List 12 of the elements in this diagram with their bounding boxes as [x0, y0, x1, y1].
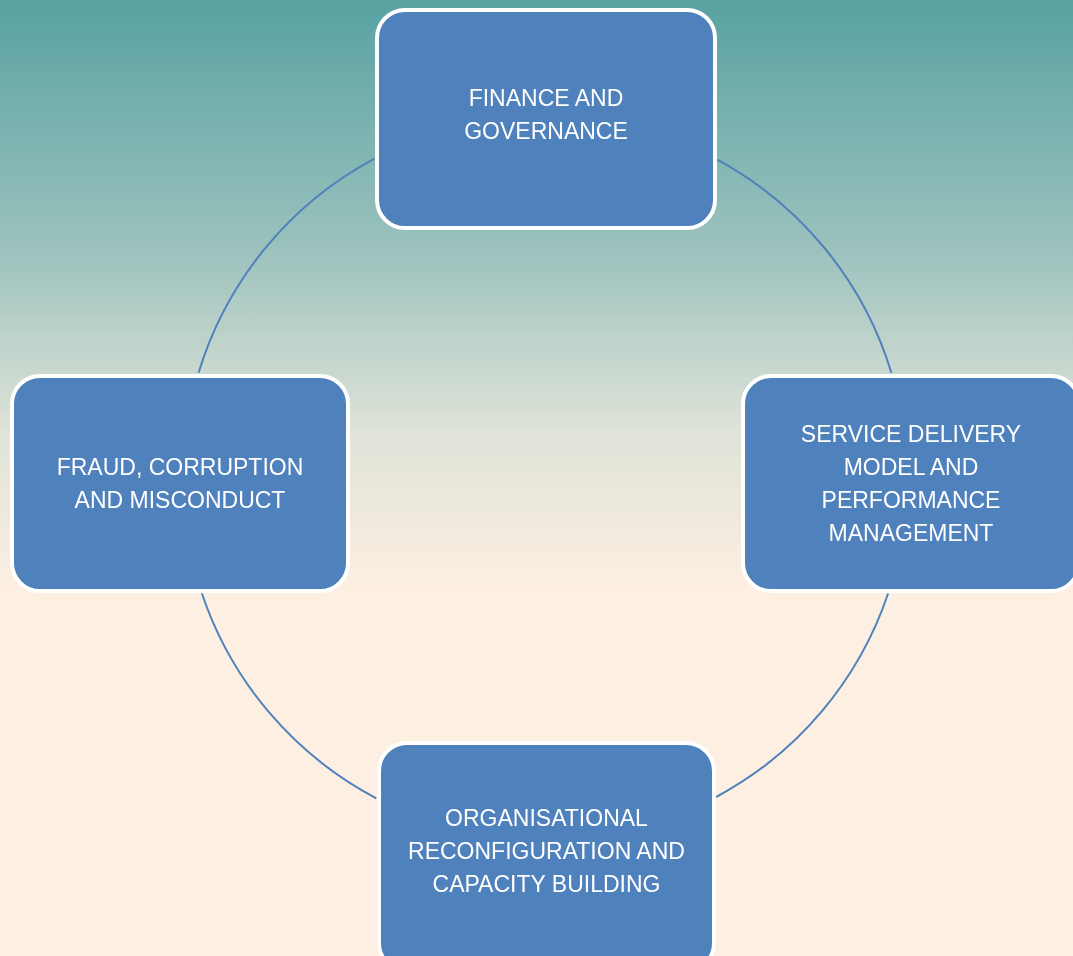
- connector-arc: [715, 592, 890, 798]
- connector-arc: [716, 158, 893, 374]
- topic-box: [10, 374, 350, 593]
- topic-label: ORGANISATIONAL RECONFIGURATION AND CAPACITY BUILDING: [407, 803, 686, 899]
- topic-label: SERVICE DELIVERY MODEL AND PERFORMANCE MANAGEMENT: [799, 419, 1023, 548]
- connector-arc: [200, 592, 378, 800]
- topic-box: [377, 741, 716, 956]
- topic-box: [375, 8, 717, 230]
- connector-arc: [197, 157, 376, 374]
- topic-box: [741, 374, 1073, 593]
- topic-label: FRAUD, CORRUPTION AND MISCONDUCT: [55, 452, 305, 515]
- topic-label: FINANCE AND GOVERNANCE: [463, 84, 629, 146]
